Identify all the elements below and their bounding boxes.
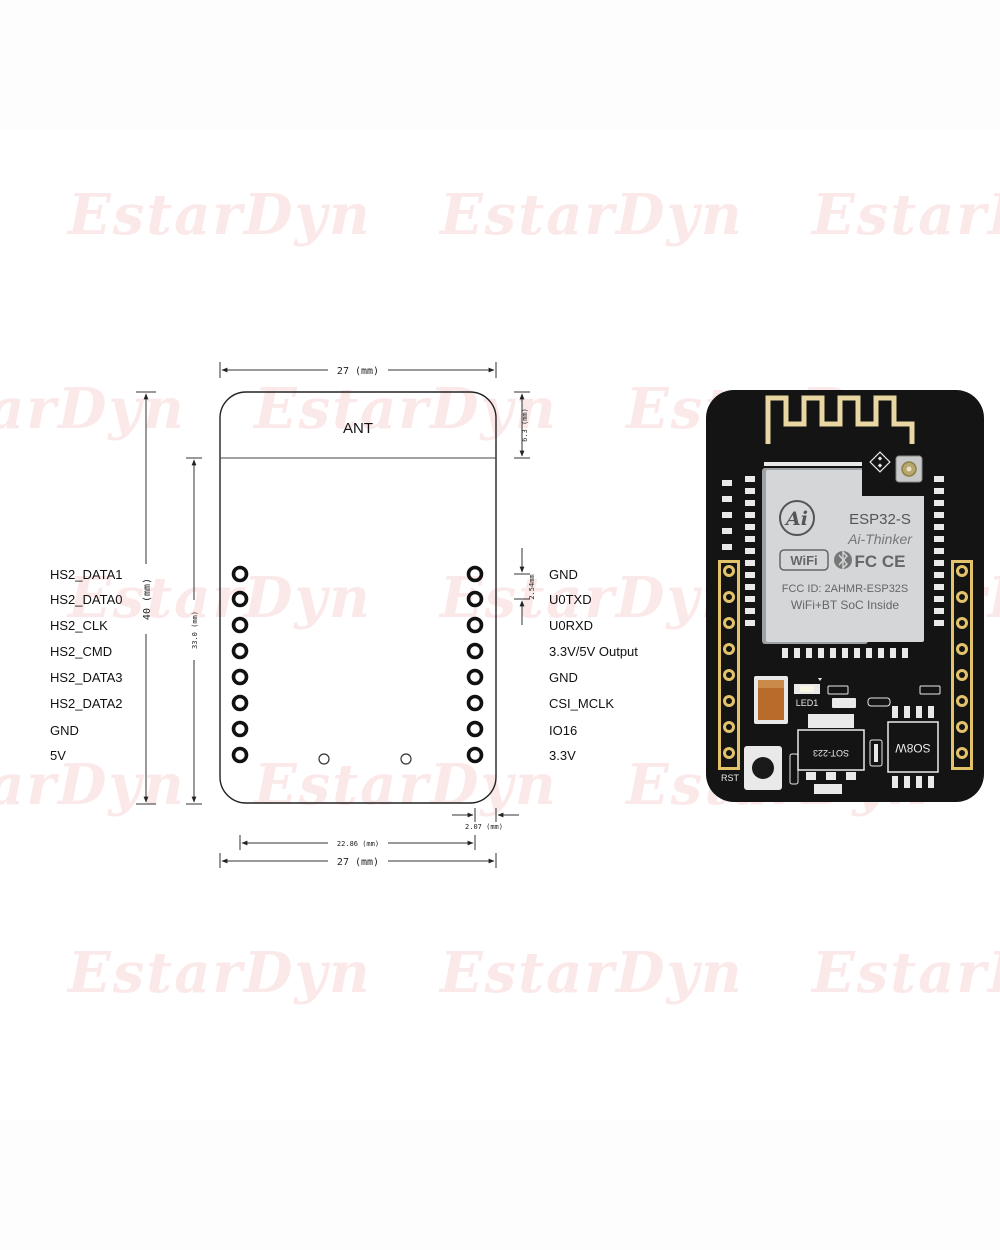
svg-text:33.0 (mm): 33.0 (mm) — [191, 611, 199, 649]
fcc-id: FCC ID: 2AHMR-ESP32S — [782, 583, 909, 595]
svg-text:2.07 (mm): 2.07 (mm) — [465, 823, 503, 831]
pcb-antenna-trace — [765, 395, 915, 444]
pin-label-left: HS2_DATA1 — [50, 567, 123, 582]
module-left-pads — [745, 476, 755, 626]
module-maker: Ai-Thinker — [847, 531, 913, 547]
smd-pads — [722, 480, 732, 550]
led-label: LED1 — [796, 698, 819, 708]
pin-label-right: U0RXD — [549, 618, 594, 633]
wifi-badge-icon — [779, 549, 829, 571]
svg-text:27 (mm): 27 (mm) — [337, 366, 379, 377]
pin-pad — [466, 746, 484, 764]
watermark: EstarDyn — [68, 182, 372, 248]
svg-text:27 (mm): 27 (mm) — [337, 857, 379, 868]
module-tagline: WiFi+BT SoC Inside — [791, 598, 899, 612]
pin-pad — [466, 642, 484, 660]
watermark: EstarDyn — [0, 376, 186, 442]
pin-pad — [466, 694, 484, 712]
pin-pad — [466, 668, 484, 686]
pin-pad — [231, 694, 249, 712]
pin-label-left: HS2_CMD — [50, 644, 113, 659]
pin-pad — [466, 720, 484, 738]
module-bottom-pads — [782, 648, 908, 658]
left-header-holes — [723, 565, 735, 759]
watermark: EstarDyn — [440, 940, 744, 1006]
svg-text:40 (mm): 40 (mm) — [142, 578, 153, 620]
pin-label-right: 3.3V — [549, 748, 576, 763]
dimension-pin-pitch: 2.54mm — [514, 548, 536, 625]
ai-logo-icon: Ai — [779, 500, 815, 536]
pin-pad — [466, 590, 484, 608]
dimension-edge-offset: 2.07 (mm) — [452, 808, 519, 831]
pin-label-right: GND — [549, 567, 578, 582]
svg-text:6.3 (mm): 6.3 (mm) — [521, 408, 529, 442]
pin-label-left: HS2_DATA3 — [50, 670, 123, 685]
mounting-hole — [318, 753, 330, 765]
pin-label-right: IO16 — [549, 723, 578, 738]
flash-chip: SO8W — [887, 706, 939, 788]
left-header-pads — [231, 565, 249, 764]
svg-text:SO8W: SO8W — [895, 741, 931, 755]
pin-pad — [231, 616, 249, 634]
board-outline — [219, 391, 497, 804]
svg-text:2.54mm: 2.54mm — [528, 574, 536, 599]
pin-pad — [466, 565, 484, 583]
module-name: ESP32-S — [849, 511, 911, 528]
watermark: EstarDyn — [812, 940, 1000, 1006]
cert-marks: FC CE — [855, 552, 906, 571]
pin-pad — [231, 746, 249, 764]
voltage-regulator: SOT-223 — [797, 714, 865, 780]
pin-label-left: 5V — [50, 748, 66, 763]
pin-label-left: HS2_CLK — [50, 618, 108, 633]
module-right-pads — [934, 476, 944, 626]
dimension-inner-height: 33.0 (mm) — [186, 457, 202, 805]
pin-label-right: CSI_MCLK — [549, 696, 615, 711]
pin-label-right: GND — [549, 670, 578, 685]
pin-pad — [466, 616, 484, 634]
pin-pad — [231, 642, 249, 660]
pin-label-right: U0TXD — [549, 592, 592, 607]
dimension-header-spacing: 22.86 (mm) — [239, 835, 476, 850]
right-header-holes — [956, 565, 968, 759]
pin-label-left: HS2_DATA2 — [50, 696, 123, 711]
watermark: EstarDyn — [68, 940, 372, 1006]
dimension-width-bottom: 27 (mm) — [219, 853, 497, 868]
watermark: EstarDyn — [440, 565, 744, 631]
mounting-hole — [400, 753, 412, 765]
pin-pad — [231, 720, 249, 738]
watermark: EstarDyn — [812, 182, 1000, 248]
dimension-height: 40 (mm) — [136, 391, 156, 805]
pin-label-left: GND — [50, 723, 79, 738]
watermark: EstarDyn — [254, 376, 558, 442]
pin-label-left: HS2_DATA0 — [50, 592, 123, 607]
watermark: EstarDyn — [68, 565, 372, 631]
svg-text:WiFi: WiFi — [790, 553, 817, 568]
watermark: EstarDyn — [0, 752, 186, 818]
svg-text:Ai: Ai — [784, 508, 808, 530]
bluetooth-icon — [834, 550, 852, 570]
pin-label-right: 3.3V/5V Output — [549, 644, 638, 659]
watermark: EstarDyn — [254, 752, 558, 818]
antenna-label: ANT — [343, 420, 373, 437]
right-header-pads — [466, 565, 484, 764]
dimension-width-top: 27 (mm) — [219, 362, 497, 378]
pin-pad — [231, 590, 249, 608]
svg-text:SOT-223: SOT-223 — [813, 748, 849, 758]
watermark: EstarDyn — [440, 182, 744, 248]
rst-label: RST — [721, 773, 740, 783]
pin-pad — [231, 565, 249, 583]
svg-text:22.86 (mm): 22.86 (mm) — [337, 840, 379, 848]
dimension-antenna-offset: 6.3 (mm) — [514, 391, 530, 459]
pin-pad — [231, 668, 249, 686]
